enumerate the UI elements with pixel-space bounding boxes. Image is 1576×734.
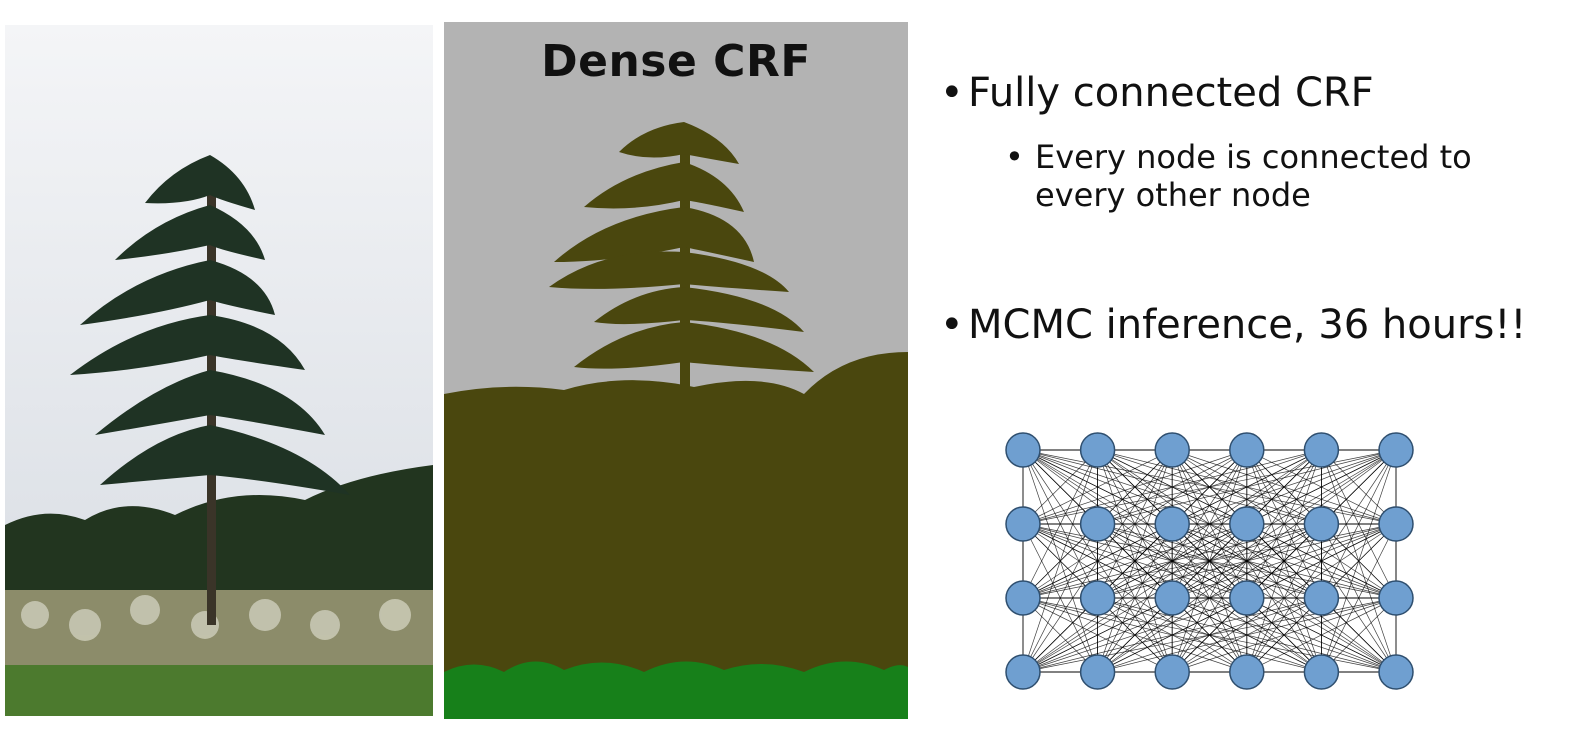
- bullet-dot-icon: •: [940, 70, 964, 116]
- graph-node: [1303, 506, 1340, 542]
- graph-node: [1005, 506, 1041, 542]
- bullet-fully-connected: •Fully connected CRF: [940, 70, 1374, 116]
- graph-node: [1378, 654, 1414, 690]
- graph-node: [1378, 506, 1414, 542]
- bullet-mcmc: •MCMC inference, 36 hours!!: [940, 302, 1526, 348]
- graph-edge: [1097, 523, 1397, 599]
- graph-node: [1079, 580, 1116, 616]
- graph-node: [1079, 432, 1116, 468]
- graph-node: [1154, 654, 1190, 690]
- dense-crf-segmentation: Dense CRF: [444, 22, 908, 719]
- fully-connected-graph: [1005, 432, 1414, 690]
- graph-node: [1005, 432, 1041, 468]
- graph-edge: [1172, 597, 1397, 673]
- graph-edge: [1022, 523, 1322, 599]
- bullet-text: Every node is connected to: [1035, 138, 1472, 176]
- graph-edge: [1022, 523, 1173, 599]
- bullet-dot-icon: •: [1005, 138, 1024, 176]
- graph-node: [1229, 580, 1265, 616]
- graph-edge: [1172, 449, 1397, 525]
- bullet-text-continuation: every other node: [1035, 176, 1311, 214]
- graph-node: [1378, 432, 1414, 468]
- graph-node: [1079, 506, 1116, 542]
- graph-edge: [1022, 597, 1247, 673]
- graph-edge: [1022, 523, 1247, 599]
- graph-node: [1154, 580, 1190, 616]
- graph-edge: [1022, 597, 1173, 673]
- graph-edge: [1022, 449, 1173, 525]
- graph-node: [1303, 432, 1340, 468]
- bullet-dot-icon: •: [940, 302, 964, 348]
- graph-edge: [1022, 449, 1322, 525]
- graph-node: [1229, 432, 1265, 468]
- graph-node: [1378, 580, 1414, 616]
- graph-node: [1229, 506, 1265, 542]
- segmentation-image: [444, 22, 908, 719]
- graph-node: [1303, 580, 1340, 616]
- graph-node: [1079, 654, 1116, 690]
- graph-node: [1005, 654, 1041, 690]
- input-photo-tree: [5, 25, 433, 716]
- graph-edge: [1246, 597, 1397, 673]
- graph-edge: [1097, 449, 1397, 525]
- graph-edge: [1097, 597, 1397, 673]
- graph-edges: [1022, 449, 1397, 673]
- sub-bullet-every-node: • Every node is connected to every other …: [1005, 138, 1472, 214]
- graph-edge: [1022, 597, 1322, 673]
- graph-node: [1154, 506, 1190, 542]
- bullet-text: Fully connected CRF: [968, 70, 1374, 116]
- graph-edge: [1172, 523, 1397, 599]
- graph-node: [1154, 432, 1190, 468]
- bullet-text: MCMC inference, 36 hours!!: [968, 302, 1527, 348]
- graph-nodes: [1005, 432, 1414, 690]
- graph-edge: [1022, 449, 1247, 525]
- graph-node: [1005, 580, 1041, 616]
- graph-node: [1303, 654, 1340, 690]
- graph-node: [1229, 654, 1265, 690]
- segmentation-title: Dense CRF: [541, 36, 811, 87]
